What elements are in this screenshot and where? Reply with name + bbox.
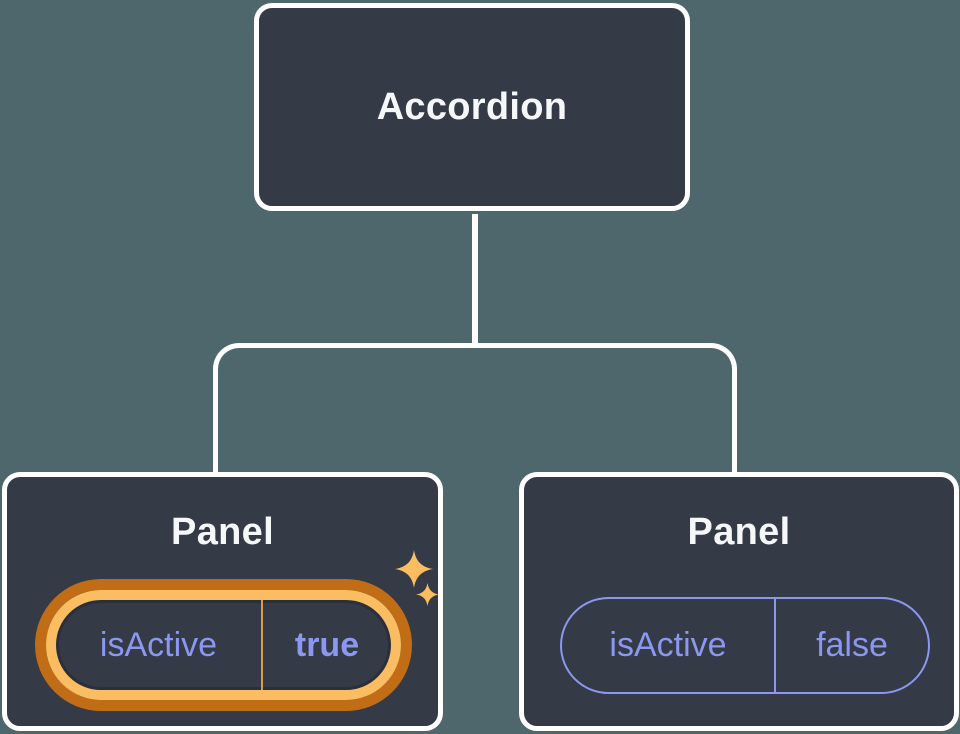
pill-divider [774,599,776,692]
accordion-label: Accordion [376,85,568,128]
panel-label: Panel [171,511,274,553]
panel-node-inactive: Panel isActive false [519,472,959,731]
pill-divider [261,600,263,690]
state-value: true [294,625,360,664]
sparkle-icon [395,550,433,588]
panel-label: Panel [687,511,791,553]
state-key: isActive [609,626,727,664]
state-key: isActive [99,625,218,664]
panel-node-active: Panel isActive true [2,472,443,731]
accordion-node: Accordion [254,3,690,211]
connector-stem [472,214,478,348]
connector-branch [213,343,737,472]
state-pill: isActive false [560,597,930,694]
state-pill-highlighted: isActive true [46,590,401,700]
sparkle-icon [416,583,439,606]
state-value: false [816,626,888,664]
